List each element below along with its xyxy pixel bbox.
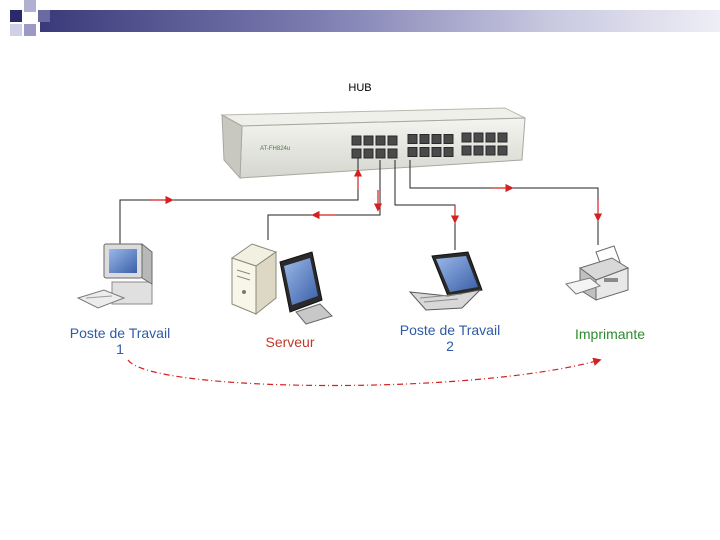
hub-ports [351, 132, 508, 159]
hub-port [461, 132, 472, 143]
header-square [38, 10, 50, 22]
hub-port [443, 134, 454, 144]
hub-port [461, 145, 472, 156]
hub-port [485, 132, 496, 143]
workstation1-label: Poste de Travail 1 [69, 325, 171, 357]
hub-port [431, 134, 442, 144]
printer-icon [565, 245, 630, 301]
server-label: Serveur [265, 334, 315, 350]
hub-port [407, 134, 418, 144]
dashed-return-path [127, 357, 602, 387]
printer-label: Imprimante [574, 326, 646, 342]
hub-port [473, 132, 484, 143]
desktop-computer-icon [76, 242, 153, 309]
link-printer [409, 160, 599, 245]
hub-port [485, 145, 496, 156]
hub-port [407, 147, 418, 157]
hub-port [431, 147, 442, 157]
workstation2-label: Poste de Travail 2 [399, 322, 501, 354]
header-square [10, 24, 22, 36]
hub-port [419, 147, 430, 157]
hub-port [387, 135, 398, 146]
hub-connections [119, 158, 599, 250]
data-flow-arrows [150, 168, 603, 224]
hub-port [351, 135, 362, 146]
hub-port [375, 148, 386, 159]
hub-label: HUB [348, 82, 372, 94]
hub-port [363, 148, 374, 159]
hub-port [419, 134, 430, 144]
laptop-icon [408, 251, 483, 311]
header-square [10, 10, 22, 22]
server-tower-icon [230, 243, 333, 325]
svg-text:AT-FH824u: AT-FH824u [260, 146, 290, 152]
network-hub-icon: AT-FH824u [220, 107, 526, 180]
hub-port [387, 148, 398, 159]
hub-port [375, 135, 386, 146]
header-square [24, 24, 36, 36]
hub-port [351, 148, 362, 159]
hub-port [473, 145, 484, 156]
hub-port [497, 145, 508, 156]
link-workstation2 [394, 160, 456, 250]
hub-port [497, 132, 508, 143]
header-bar [40, 10, 720, 32]
header-square [24, 0, 36, 12]
hub-port [363, 135, 374, 146]
hub-port [443, 147, 454, 157]
